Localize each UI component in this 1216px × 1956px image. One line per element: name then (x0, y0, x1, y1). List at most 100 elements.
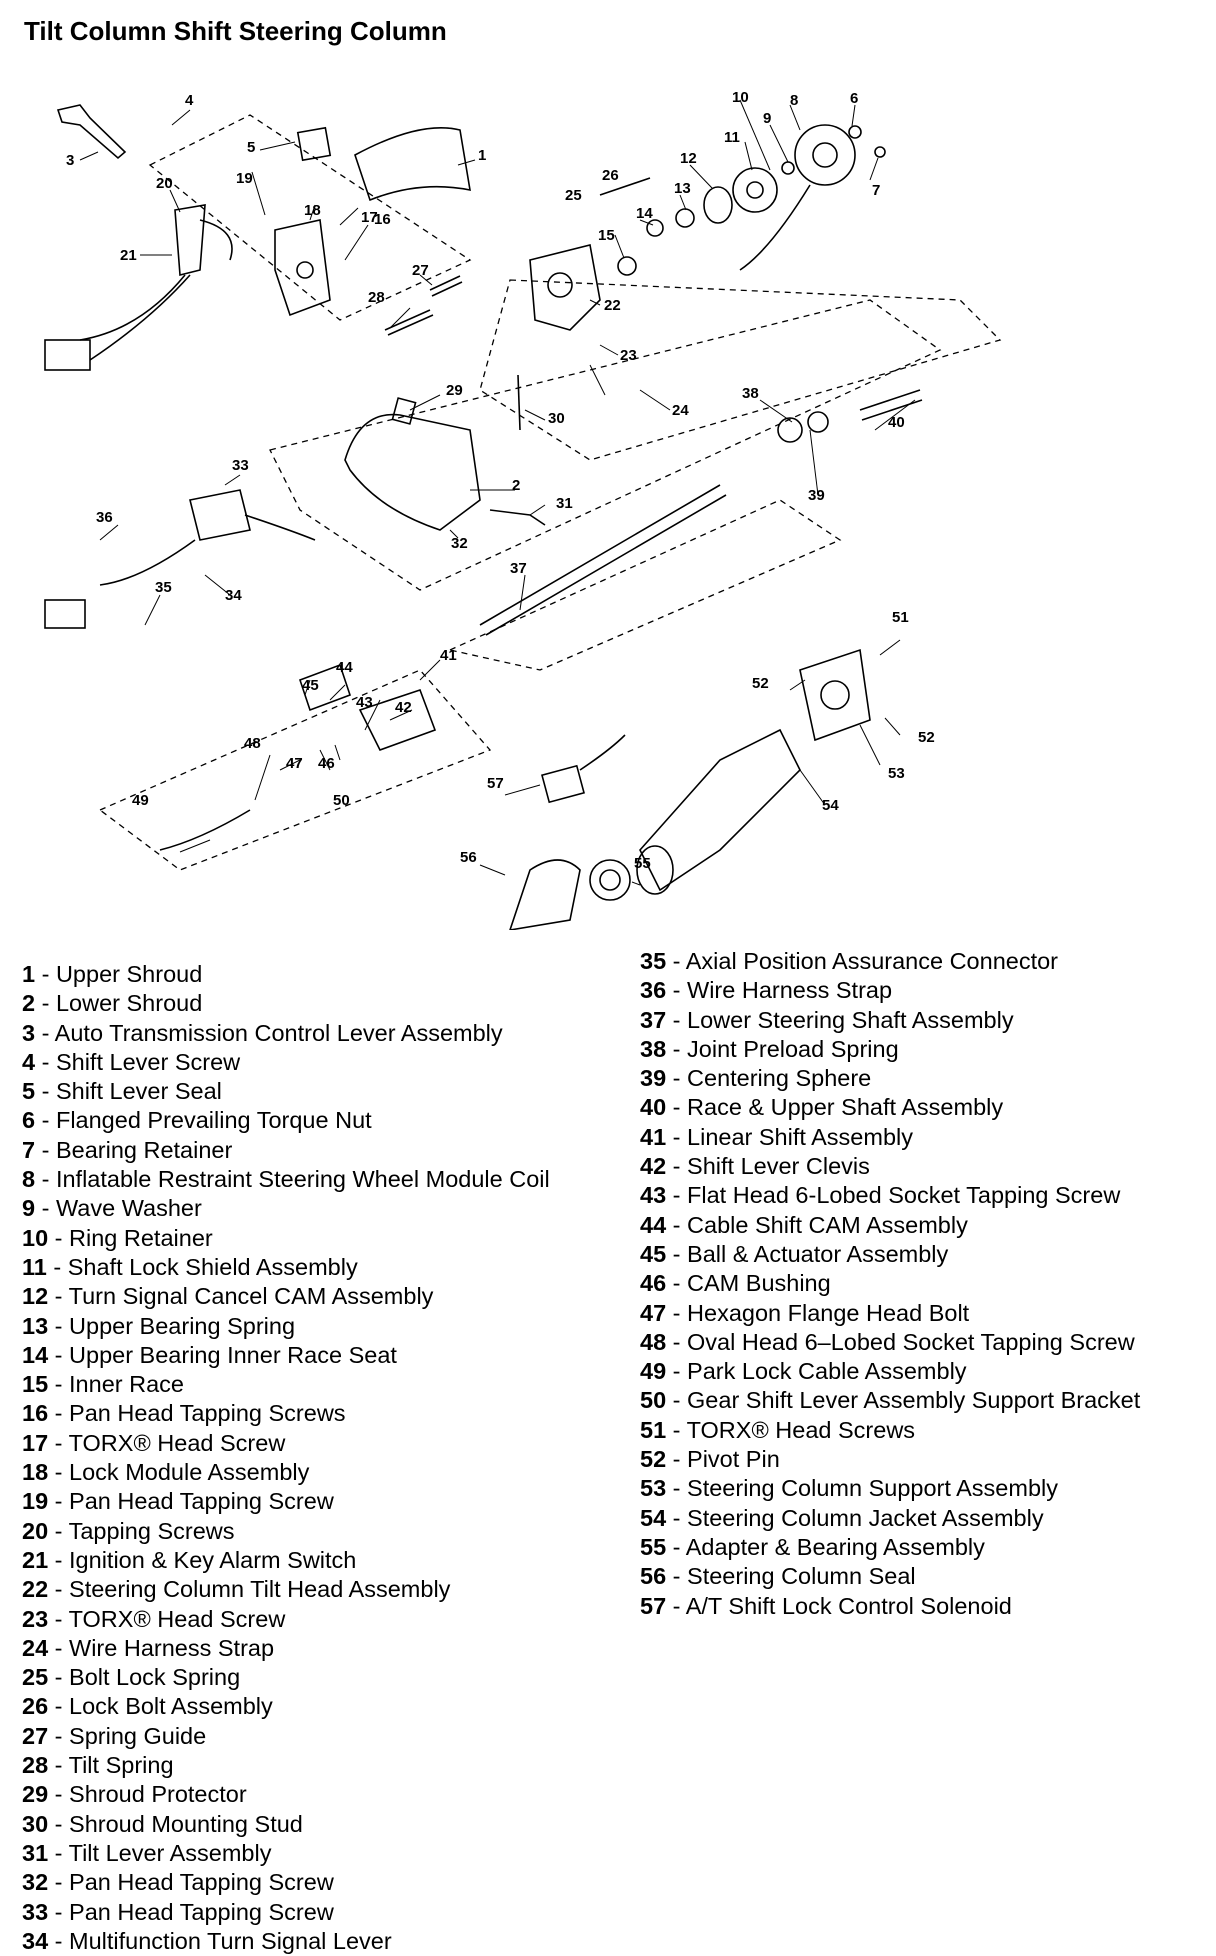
part-number: 52 (640, 1446, 667, 1473)
part-number: 14 (22, 1341, 49, 1368)
callout-number: 17 (361, 209, 378, 226)
callout-number: 46 (318, 755, 335, 772)
part-number: 35 (640, 948, 667, 974)
legend-item: 41 - Linear Shift Assembly (640, 1123, 1140, 1152)
callout-number: 36 (96, 509, 113, 526)
part-number: 19 (22, 1488, 49, 1515)
part-label: - Wire Harness Strap (666, 977, 893, 1004)
part-number: 21 (22, 1546, 49, 1573)
legend-item: 19 - Pan Head Tapping Screw (22, 1487, 550, 1516)
part-label: - Shroud Mounting Stud (48, 1810, 303, 1837)
part-label: - Auto Transmission Control Lever Assemb… (35, 1019, 503, 1046)
part-label: - Bolt Lock Spring (48, 1664, 241, 1691)
part-label: - Shift Lever Clevis (666, 1153, 870, 1180)
callout-number: 41 (440, 647, 457, 664)
part-label: - Lower Shroud (35, 990, 203, 1017)
part-number: 8 (22, 1166, 36, 1193)
page-title: Tilt Column Shift Steering Column (24, 16, 447, 46)
part-label: - Linear Shift Assembly (666, 1123, 913, 1150)
part-number: 2 (22, 990, 36, 1017)
callout-number: 12 (680, 150, 697, 167)
callout-number: 33 (232, 457, 249, 474)
part-number: 16 (22, 1400, 49, 1427)
legend-item: 20 - Tapping Screws (22, 1517, 550, 1546)
legend-item: 57 - A/T Shift Lock Control Solenoid (640, 1592, 1140, 1621)
part-label: - Steering Column Support Assembly (666, 1475, 1058, 1502)
callout-number: 52 (918, 729, 935, 746)
callout-number: 42 (395, 699, 412, 716)
legend-item: 33 - Pan Head Tapping Screw (22, 1898, 550, 1927)
legend-item: 53 - Steering Column Support Assembly (640, 1474, 1140, 1503)
legend-item: 6 - Flanged Prevailing Torque Nut (22, 1106, 550, 1135)
callout-number: 16 (374, 211, 391, 228)
legend-item: 55 - Adapter & Bearing Assembly (640, 1533, 1140, 1562)
callout-number: 28 (368, 289, 385, 306)
part-label: - Pan Head Tapping Screw (48, 1898, 334, 1925)
legend-item: 12 - Turn Signal Cancel CAM Assembly (22, 1282, 550, 1311)
legend-item: 39 - Centering Sphere (640, 1064, 1140, 1093)
part-label: - Wire Harness Strap (48, 1634, 275, 1661)
callout-number: 13 (674, 180, 691, 197)
part-label: - Lock Module Assembly (48, 1459, 310, 1486)
part-number: 31 (22, 1839, 49, 1866)
legend-item: 24 - Wire Harness Strap (22, 1634, 550, 1663)
legend-item: 40 - Race & Upper Shaft Assembly (640, 1093, 1140, 1122)
callout-number: 27 (412, 262, 429, 279)
part-label: - Steering Column Jacket Assembly (666, 1504, 1044, 1531)
part-label: - Hexagon Flange Head Bolt (666, 1299, 970, 1326)
part-label: - Gear Shift Lever Assembly Support Brac… (666, 1387, 1141, 1414)
callout-number: 14 (636, 205, 653, 222)
part-label: - CAM Bushing (666, 1270, 831, 1297)
part-label: - Inner Race (48, 1371, 184, 1398)
callout-number: 23 (620, 347, 637, 364)
part-label: - Tilt Spring (48, 1752, 174, 1779)
part-label: - Upper Bearing Spring (48, 1312, 296, 1339)
legend-item: 2 - Lower Shroud (22, 989, 550, 1018)
legend-item: 4 - Shift Lever Screw (22, 1048, 550, 1077)
part-label: - Pivot Pin (666, 1446, 780, 1473)
callout-number: 5 (247, 139, 255, 156)
legend-item: 46 - CAM Bushing (640, 1269, 1140, 1298)
part-number: 38 (640, 1035, 667, 1062)
legend-item: 9 - Wave Washer (22, 1194, 550, 1223)
legend-item: 1 - Upper Shroud (22, 960, 550, 989)
legend-item: 13 - Upper Bearing Spring (22, 1312, 550, 1341)
part-label: - Flat Head 6-Lobed Socket Tapping Screw (666, 1182, 1121, 1209)
callout-number: 55 (634, 855, 651, 872)
part-label: - Steering Column Seal (666, 1563, 916, 1590)
part-label: - Spring Guide (48, 1722, 207, 1749)
part-label: - Wave Washer (35, 1195, 202, 1222)
part-label: - Inflatable Restraint Steering Wheel Mo… (35, 1166, 550, 1193)
part-number: 1 (22, 961, 36, 987)
part-number: 11 (22, 1253, 47, 1280)
part-number: 18 (22, 1459, 49, 1486)
callout-number: 11 (724, 129, 740, 146)
part-label: - Adapter & Bearing Assembly (666, 1533, 985, 1560)
part-number: 24 (22, 1634, 49, 1661)
legend-item: 52 - Pivot Pin (640, 1445, 1140, 1474)
legend-item: 45 - Ball & Actuator Assembly (640, 1240, 1140, 1269)
part-number: 4 (22, 1048, 36, 1075)
legend-item: 25 - Bolt Lock Spring (22, 1663, 550, 1692)
part-label: - A/T Shift Lock Control Solenoid (666, 1592, 1012, 1619)
callout-number: 47 (286, 755, 303, 772)
legend-item: 21 - Ignition & Key Alarm Switch (22, 1546, 550, 1575)
callout-number: 35 (155, 579, 172, 596)
part-label: - Upper Shroud (35, 961, 203, 987)
legend-item: 17 - TORX® Head Screw (22, 1429, 550, 1458)
legend-item: 23 - TORX® Head Screw (22, 1605, 550, 1634)
callout-number: 56 (460, 849, 477, 866)
part-number: 48 (640, 1328, 667, 1355)
part-label: - Race & Upper Shaft Assembly (666, 1094, 1004, 1121)
legend-item: 36 - Wire Harness Strap (640, 976, 1140, 1005)
part-number: 30 (22, 1810, 49, 1837)
part-number: 47 (640, 1299, 667, 1326)
exploded-view-diagram: 1234567891011121314151617181920212223242… (44, 89, 1002, 930)
part-label: - Cable Shift CAM Assembly (666, 1211, 968, 1238)
legend-item: 31 - Tilt Lever Assembly (22, 1839, 550, 1868)
legend-item: 48 - Oval Head 6–Lobed Socket Tapping Sc… (640, 1328, 1140, 1357)
part-number: 50 (640, 1387, 667, 1414)
callout-number: 9 (763, 110, 771, 127)
